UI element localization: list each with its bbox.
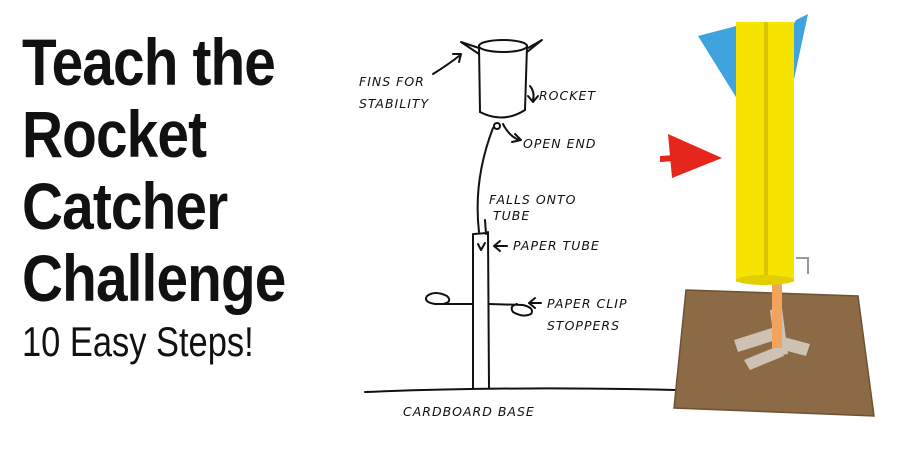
title-line-2: Rocket [22,97,207,171]
title-line-4: Challenge [22,241,286,315]
fin-right [790,14,808,98]
label-falls-line2: TUBE [493,208,530,223]
label-open-end: OPEN END [523,136,596,151]
sketch-paper-clips [425,292,533,317]
label-clip-line2: STOPPERS [547,318,620,333]
subtitle: 10 Easy Steps! [22,318,254,365]
sketch-fin-left [460,41,480,55]
label-clip-line1: PAPER CLIP [547,296,627,311]
sketch-paper-tube [472,231,490,389]
label-base: CARDBOARD BASE [403,404,535,419]
sketch-arrows [432,53,542,309]
title-line-1: Teach the [22,25,276,99]
sketch-labels: FINS FOR STABILITY ROCKET OPEN END FALLS… [359,74,627,419]
label-fins-line1: FINS FOR [359,74,425,89]
sketch-fin-right [526,39,543,53]
sketch-rocket [460,39,543,119]
sketch-open-end [493,122,501,130]
rocket-catcher-photo [660,14,875,417]
sketch-fall-path [476,127,494,233]
label-falls-line1: FALLS ONTO [489,192,577,207]
title-line-3: Catcher [22,169,228,243]
title-block: Teach the Rocket Catcher Challenge 10 Ea… [22,26,352,370]
label-fins-line2: STABILITY [359,96,430,111]
straw [772,272,782,348]
red-arrow-icon [660,134,722,178]
label-rocket: ROCKET [539,88,596,103]
rocket-catcher-sketch: FINS FOR STABILITY ROCKET OPEN END FALLS… [359,39,676,419]
label-paper-tube: PAPER TUBE [513,238,600,253]
sketch-base-line [364,387,676,393]
fin-left [698,24,744,110]
